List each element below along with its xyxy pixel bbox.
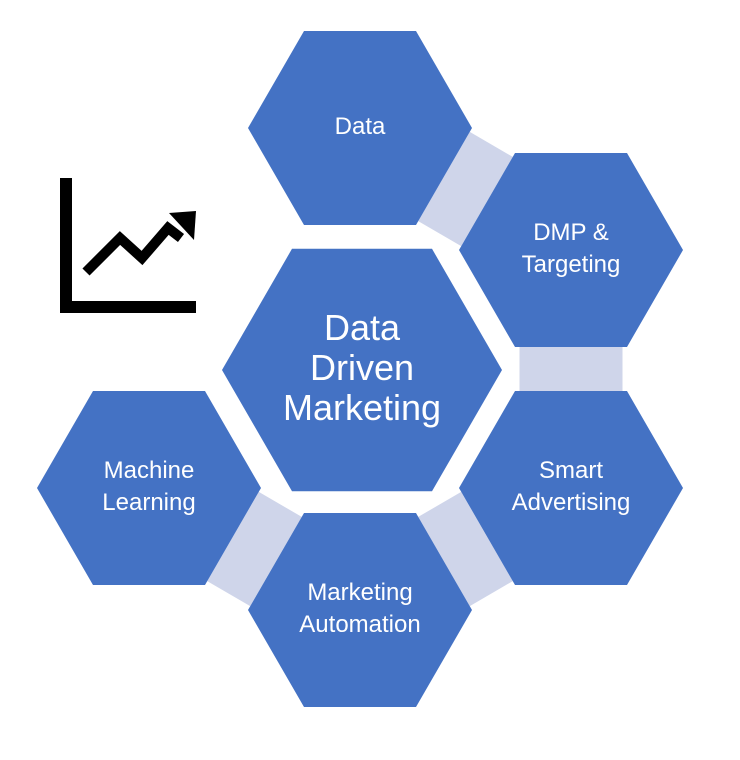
hexagon-machine-learning: [37, 391, 261, 585]
label-line: Marketing: [283, 387, 441, 428]
label-line: Automation: [299, 611, 420, 638]
line-chart-trend-up-icon: [60, 178, 196, 313]
hexagon-center: [222, 248, 502, 492]
hexagon-dmp-targeting: [459, 153, 683, 347]
label-line: Driven: [310, 347, 414, 388]
connector-dmp-targeting-to-smart-advertising: [519, 347, 623, 391]
label-line: Learning: [102, 489, 195, 516]
label-line: Machine: [104, 457, 195, 484]
connectors-layer: [207, 131, 623, 607]
connector-smart-advertising-to-marketing-automation: [418, 491, 513, 607]
connector-data-to-dmp-targeting: [418, 131, 513, 247]
label-line: Targeting: [522, 251, 621, 278]
label-line: Marketing: [307, 579, 412, 606]
hexagons-layer: [37, 31, 683, 707]
label-dmp-targeting: DMP & Targeting: [522, 219, 621, 278]
label-data: Data: [335, 113, 386, 140]
label-line: Advertising: [512, 489, 631, 516]
label-line: DMP &: [533, 219, 609, 246]
label-line: Data: [335, 113, 386, 140]
hexagon-data: [248, 31, 472, 225]
hexagon-smart-advertising: [459, 391, 683, 585]
label-line: Data: [324, 307, 401, 348]
hexagon-marketing-automation: [248, 513, 472, 707]
label-line: Smart: [539, 457, 603, 484]
connector-marketing-automation-to-machine-learning: [207, 491, 302, 607]
